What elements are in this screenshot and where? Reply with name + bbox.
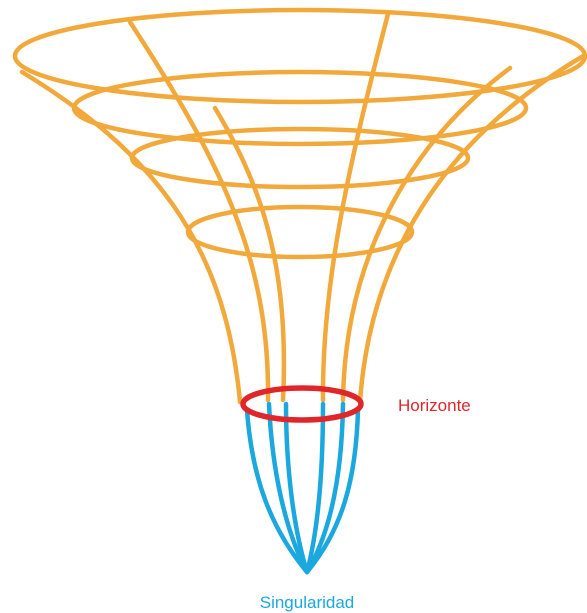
ring-4 (185, 204, 415, 260)
inner-line-6 (304, 407, 361, 575)
inner-region-lines (244, 401, 361, 575)
wall-outer-left (19, 69, 243, 405)
wall-center-left (212, 105, 287, 403)
event-horizon-ring (240, 385, 364, 423)
inner-line-4 (304, 401, 326, 575)
ring-1 (12, 7, 587, 105)
inner-line-5 (304, 401, 346, 575)
inner-line-1 (244, 407, 310, 575)
singularity-label: Singularidad (260, 593, 355, 612)
inner-line-3 (283, 401, 310, 575)
funnel-rings (12, 7, 587, 260)
wall-center-right (320, 11, 391, 403)
ring-3 (129, 126, 471, 190)
wall-outer-right (357, 52, 587, 405)
horizon-label: Horizonte (398, 396, 471, 415)
inner-line-2 (266, 401, 310, 575)
ring-2 (71, 69, 529, 147)
